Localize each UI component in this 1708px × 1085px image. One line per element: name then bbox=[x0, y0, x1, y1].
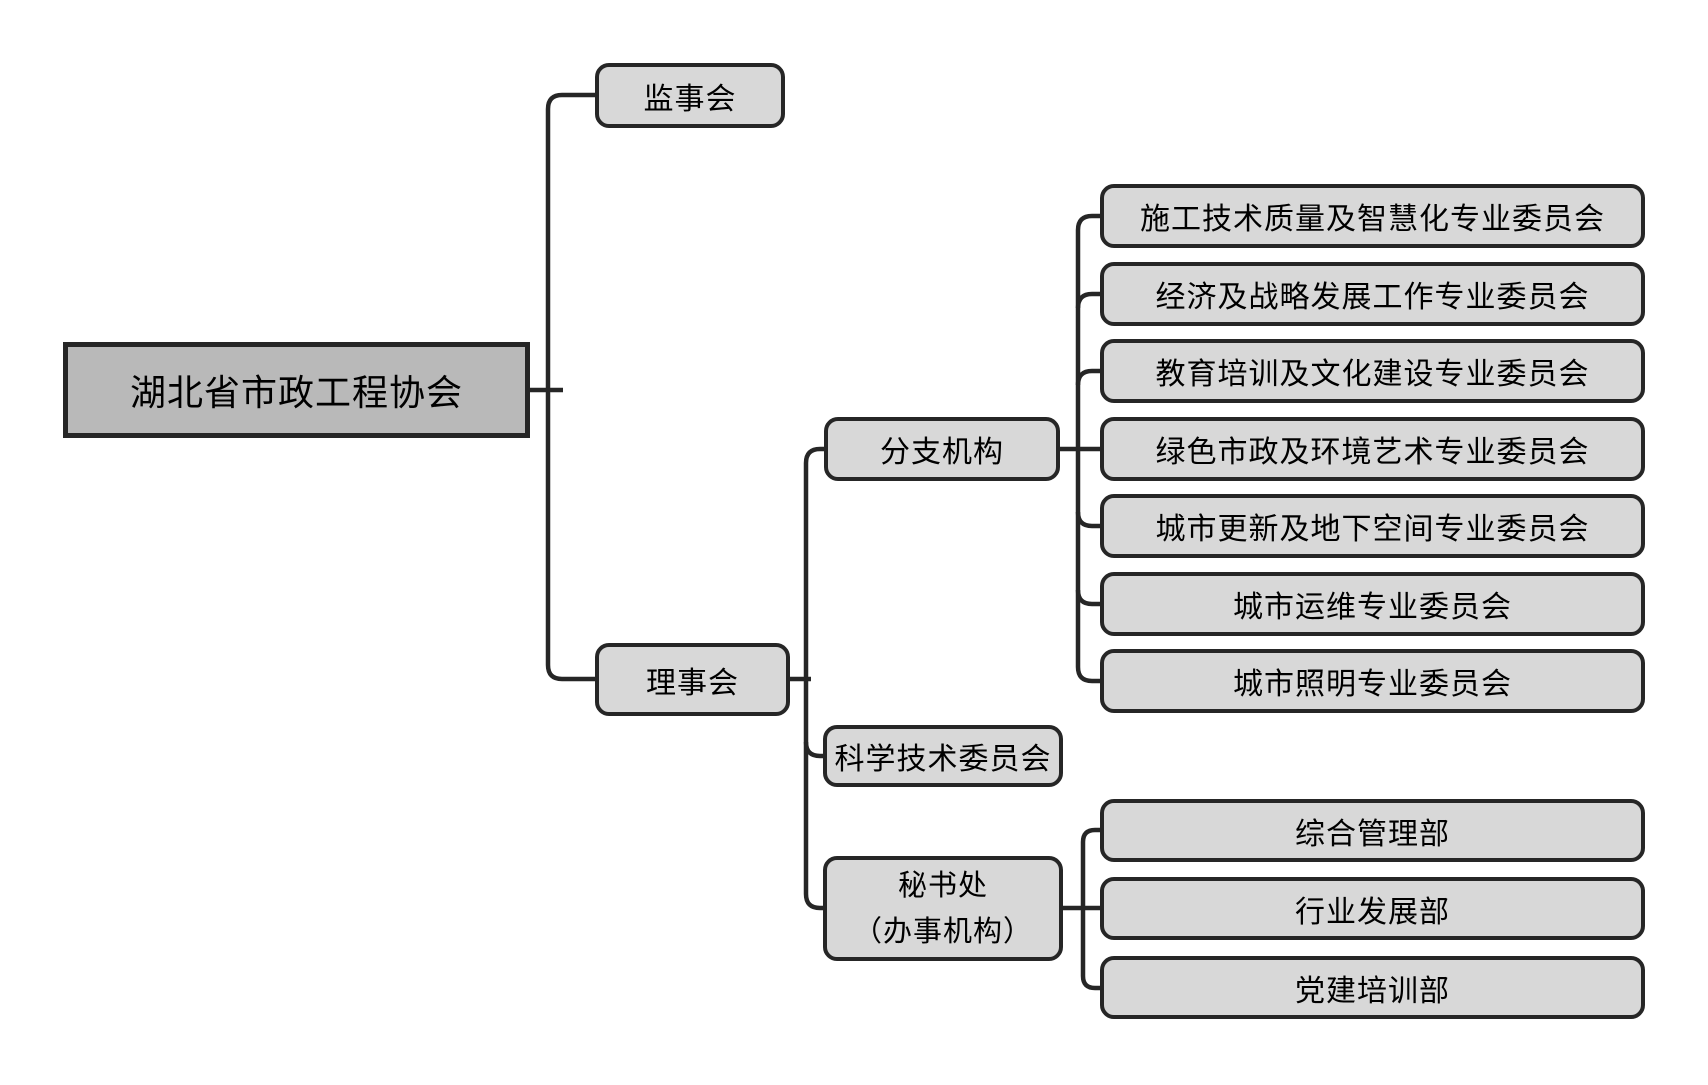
node-scitech-committee: 科学技术委员会 bbox=[823, 725, 1063, 787]
connector-left-trunk bbox=[545, 92, 595, 682]
node-dept-general-management: 综合管理部 bbox=[1100, 799, 1645, 862]
node-secretariat-label-line1: 秘书处 bbox=[897, 869, 988, 902]
node-branch-org: 分支机构 bbox=[824, 417, 1060, 481]
node-supervisory-board: 监事会 bbox=[595, 63, 785, 128]
connector-scitech-elbow bbox=[803, 741, 823, 759]
node-dept-industry-development: 行业发展部 bbox=[1100, 877, 1645, 940]
connector-committees-trunk bbox=[1075, 213, 1100, 684]
node-committee-education-culture: 教育培训及文化建设专业委员会 bbox=[1100, 339, 1645, 403]
node-committee-construction-tech: 施工技术质量及智慧化专业委员会 bbox=[1100, 184, 1645, 248]
node-council: 理事会 bbox=[595, 643, 790, 716]
node-dept-party-training: 党建培训部 bbox=[1100, 956, 1645, 1019]
connector-committee2-elbow bbox=[1075, 291, 1100, 309]
node-association-root: 湖北省市政工程协会 bbox=[63, 342, 530, 438]
node-secretariat: 秘书处 （办事机构） bbox=[823, 856, 1063, 961]
node-committee-urban-lighting: 城市照明专业委员会 bbox=[1100, 649, 1645, 713]
connector-committee5-elbow bbox=[1075, 511, 1100, 529]
connector-committee6-elbow bbox=[1075, 589, 1100, 607]
connector-committee3-elbow bbox=[1075, 368, 1100, 386]
node-committee-urban-renewal: 城市更新及地下空间专业委员会 bbox=[1100, 494, 1645, 558]
connector-departments-trunk bbox=[1080, 827, 1100, 991]
connector-council-trunk bbox=[803, 446, 824, 911]
node-committee-urban-operations: 城市运维专业委员会 bbox=[1100, 572, 1645, 636]
node-committee-economy-strategy: 经济及战略发展工作专业委员会 bbox=[1100, 262, 1645, 326]
node-committee-green-environment: 绿色市政及环境艺术专业委员会 bbox=[1100, 417, 1645, 481]
node-secretariat-label-line2: （办事机构） bbox=[852, 915, 1033, 948]
